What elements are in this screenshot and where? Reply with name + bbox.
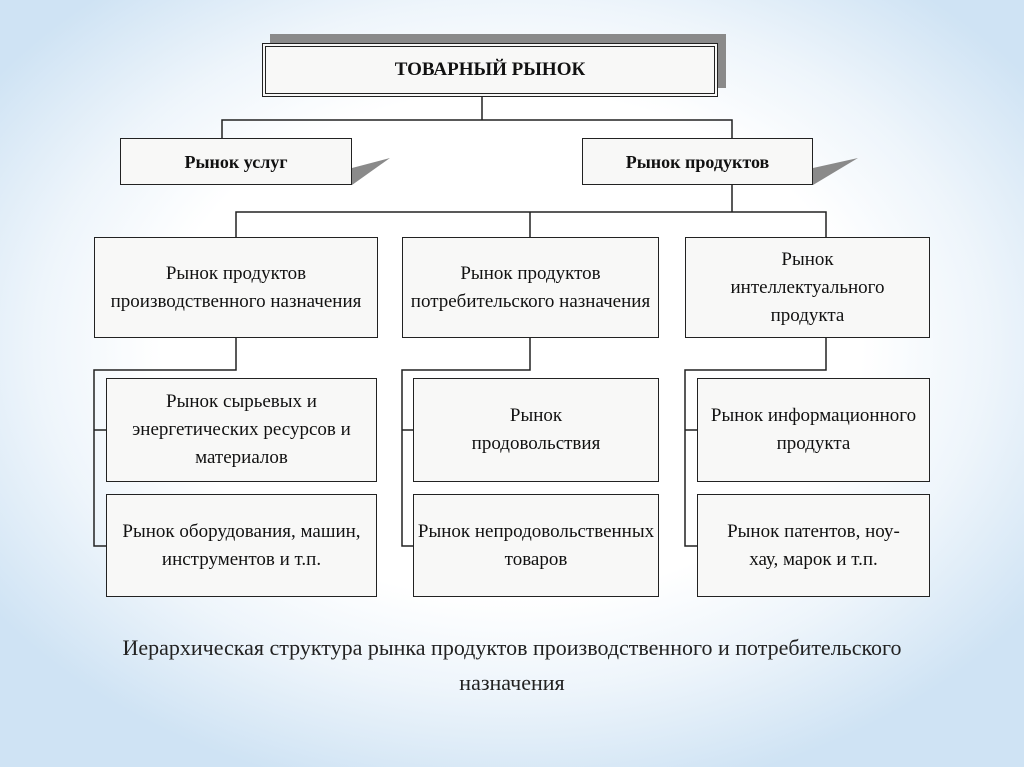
node-patents: Рынок патентов, ноу-хау, марок и т.п. [697,494,930,597]
node-industrial-products: Рынок продуктов производственного назнач… [94,237,378,338]
node-services-market: Рынок услуг [120,138,352,185]
diagram-caption: Иерархическая структура рынка продуктов … [122,635,902,695]
node-label: Рынок продовольствия [471,405,601,454]
node-label: Рынок интеллектуального продукта [730,248,885,326]
node-label: Рынок продуктов потребительского назначе… [410,262,651,312]
products-shadow [813,158,858,185]
node-label: Рынок продуктов [625,151,770,172]
root-node: ТОВАРНЫЙ РЫНОК [262,43,718,97]
node-label: Рынок сырьевых и энергетических ресурсов… [132,391,351,468]
node-label: Рынок непродовольственных товаров [417,520,655,570]
node-label: Рынок патентов, ноу-хау, марок и т.п. [727,520,900,570]
root-label: ТОВАРНЫЙ РЫНОК [394,59,586,80]
node-label: Рынок информационного продукта [710,405,917,454]
node-food: Рынок продовольствия [413,378,659,482]
node-products-market: Рынок продуктов [582,138,813,185]
node-non-food: Рынок непродовольственных товаров [413,494,659,597]
node-label: Рынок оборудования, машин, инструментов … [122,520,361,570]
node-label: Рынок продуктов производственного назнач… [110,262,362,312]
services-shadow [352,158,390,185]
node-equipment: Рынок оборудования, машин, инструментов … [106,494,377,597]
node-information-product: Рынок информационного продукта [697,378,930,482]
node-consumer-products: Рынок продуктов потребительского назначе… [402,237,659,338]
node-label: Рынок услуг [184,151,288,172]
node-intellectual-product: Рынок интеллектуального продукта [685,237,930,338]
node-raw-materials: Рынок сырьевых и энергетических ресурсов… [106,378,377,482]
